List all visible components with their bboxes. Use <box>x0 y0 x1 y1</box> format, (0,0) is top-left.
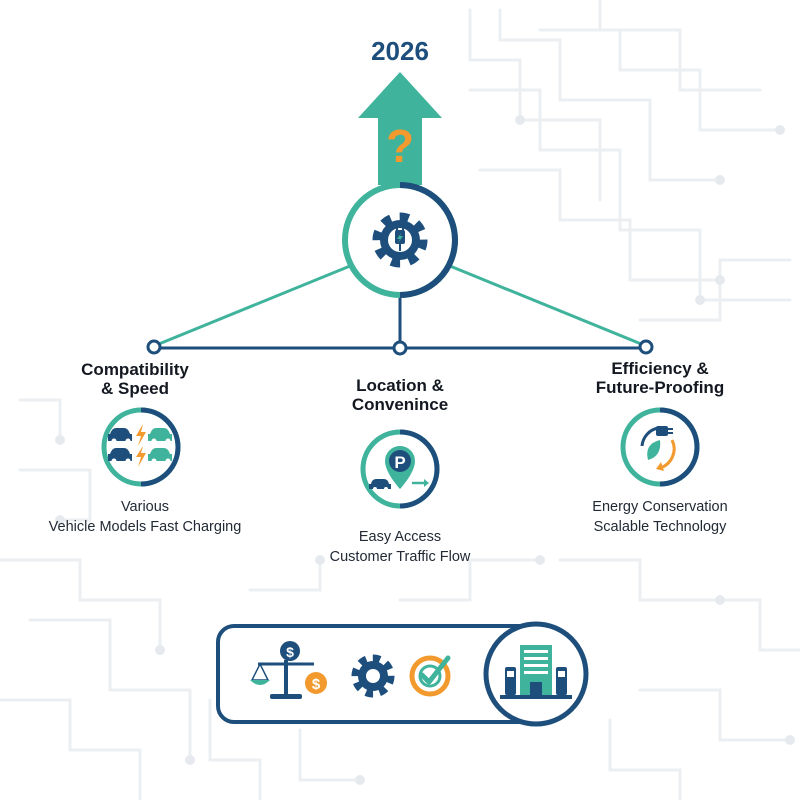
hub-circle <box>342 182 458 298</box>
dollar-sign-bottom: $ <box>312 676 321 693</box>
parking-letter: P <box>394 453 405 472</box>
connector-nodes <box>146 339 654 356</box>
pillar-description-line: Vehicle Models Fast Charging <box>48 519 242 535</box>
pillar-heading-compatibility: Compatibility & Speed <box>50 360 220 398</box>
connector-lines <box>146 264 654 356</box>
plug-leaf-cycle-icon <box>640 426 676 471</box>
pillar-description-line: Various <box>120 499 170 515</box>
pillar-heading-location: Location & Convenince <box>300 376 500 414</box>
bottom-bar: $ $ <box>216 621 589 727</box>
pillar-icon-circle-mid: P <box>360 429 440 509</box>
connector-node-right <box>638 339 654 355</box>
question-mark: ? <box>386 120 414 172</box>
gear-plug-icon <box>372 212 428 268</box>
connector-node-mid <box>392 340 408 356</box>
pillar-icon-circle-left <box>101 407 181 487</box>
cars-lightning-icon <box>108 424 172 467</box>
pillar-heading-line: Future-Proofing <box>595 378 725 397</box>
pillar-description-location: Easy Access Customer Traffic Flow <box>300 527 500 567</box>
pillar-description-line: Energy Conservation <box>592 499 728 515</box>
gear-icon <box>351 654 395 698</box>
pillar-description-efficiency: Energy Conservation Scalable Technology <box>560 497 760 537</box>
building-chargers-icon <box>500 645 572 699</box>
connector-right-diagonal <box>449 264 647 348</box>
pillar-description-compatibility: Various Vehicle Models Fast Charging <box>20 497 270 537</box>
pillar-description-line: Easy Access <box>358 529 442 545</box>
pillar-description-line: Scalable Technology <box>593 519 727 535</box>
pillar-heading-line: Location & <box>356 376 444 395</box>
connector-node-left <box>146 339 162 355</box>
balance-scale-dollar-icon: $ $ <box>250 641 327 699</box>
pillar-heading-line: Efficiency & <box>611 359 709 378</box>
pillar-heading-line: Convenince <box>351 395 449 414</box>
pillar-heading-efficiency: Efficiency & Future-Proofing <box>575 359 745 397</box>
pillar-heading-line: & Speed <box>100 379 170 398</box>
connector-left-diagonal <box>153 264 351 348</box>
building-circle <box>483 621 589 727</box>
dollar-sign-top: $ <box>286 644 294 660</box>
up-arrow-icon: ? <box>358 72 442 185</box>
pillar-description-line: Customer Traffic Flow <box>329 549 471 565</box>
year-label: 2026 <box>371 36 429 66</box>
parking-pin-icon: P <box>369 446 429 491</box>
pillar-heading-line: Compatibility <box>81 360 189 379</box>
check-badge-icon <box>409 655 451 697</box>
pillar-icon-circle-right <box>620 407 700 487</box>
